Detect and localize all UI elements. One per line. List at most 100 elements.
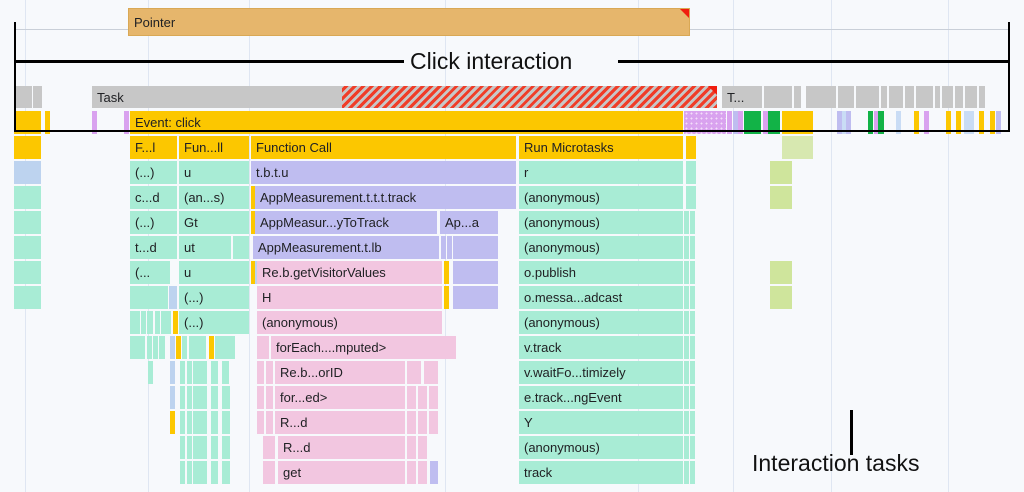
flame-entry-r0-4[interactable]: T...	[722, 86, 762, 108]
flame-entry-r1-25[interactable]	[969, 111, 974, 134]
flame-entry-r11-10[interactable]	[424, 361, 438, 384]
flame-entry-r8-10[interactable]: o.messa...adcast	[519, 286, 683, 309]
flame-entry-r13-13[interactable]: R...d	[275, 411, 405, 434]
flame-entry-r0-15[interactable]	[942, 86, 953, 108]
flame-entry-r13-6[interactable]	[257, 411, 264, 434]
flame-entry-r15-8[interactable]	[430, 461, 438, 484]
flame-entry-r1-6[interactable]	[727, 111, 732, 134]
flame-entry-r4-3[interactable]	[691, 186, 696, 209]
flame-entry-r10-14[interactable]	[690, 336, 695, 359]
flame-entry-r5-0[interactable]	[14, 211, 41, 234]
flame-entry-r7-11[interactable]: o.publish	[519, 261, 683, 284]
flame-entry-r13-14[interactable]: Y	[519, 411, 683, 434]
flame-entry-r12-7[interactable]	[266, 386, 273, 409]
flame-entry-r2-0[interactable]	[14, 136, 41, 159]
flame-entry-r15-5[interactable]	[263, 461, 275, 484]
flame-entry-r1-12[interactable]	[782, 111, 813, 134]
flame-entry-r4-5[interactable]: c...d	[130, 186, 177, 209]
flame-entry-r5-5[interactable]: Gt	[179, 211, 249, 234]
flame-entry-r0-13[interactable]	[916, 86, 933, 108]
flame-entry-r15-6[interactable]	[407, 461, 416, 484]
flame-entry-r8-4[interactable]	[770, 286, 792, 309]
flame-entry-r15-10[interactable]	[690, 461, 695, 484]
flame-entry-r7-3[interactable]	[444, 261, 449, 284]
flame-entry-r6-2[interactable]	[690, 236, 695, 259]
flame-entry-r1-14[interactable]	[842, 111, 847, 134]
flame-entry-r1-16[interactable]	[868, 111, 873, 134]
interaction-entry-pointer[interactable]: Pointer	[128, 8, 690, 36]
flame-entry-r4-4[interactable]	[770, 186, 792, 209]
flame-entry-r13-4[interactable]	[211, 411, 218, 434]
flame-entry-r10-3[interactable]	[147, 336, 152, 359]
flame-entry-r3-7[interactable]: r	[519, 161, 683, 184]
flame-entry-r11-13[interactable]: Re.b...orID	[275, 361, 405, 384]
flame-entry-r7-7[interactable]: (...	[130, 261, 170, 284]
flame-entry-r13-5[interactable]	[222, 411, 230, 434]
flame-entry-r1-3[interactable]	[124, 111, 129, 134]
flame-entry-r10-8[interactable]	[182, 336, 187, 359]
flame-entry-r15-2[interactable]	[193, 461, 207, 484]
flame-entry-r15-7[interactable]	[418, 461, 427, 484]
flame-entry-r2-7[interactable]	[782, 136, 813, 159]
flame-entry-r12-11[interactable]	[684, 386, 689, 409]
flame-entry-r1-9[interactable]	[744, 111, 761, 134]
flame-entry-r2-2[interactable]: Fun...ll	[179, 136, 249, 159]
flame-entry-r10-12[interactable]	[257, 336, 269, 359]
flame-entry-r1-22[interactable]	[946, 111, 951, 134]
flame-entry-r0-2[interactable]: Task	[92, 86, 342, 108]
flame-entry-r6-1[interactable]	[684, 236, 689, 259]
flame-entry-r8-8[interactable]: H	[257, 286, 442, 309]
flame-entry-r1-23[interactable]	[956, 111, 961, 134]
flame-entry-r8-1[interactable]	[444, 286, 449, 309]
flame-entry-r14-11[interactable]: (anonymous)	[519, 436, 683, 459]
flame-entry-r9-10[interactable]: (...)	[179, 311, 249, 334]
flame-entry-r11-6[interactable]	[222, 361, 229, 384]
flame-entry-r3-1[interactable]	[686, 161, 691, 184]
flame-entry-r11-4[interactable]	[193, 361, 207, 384]
flame-entry-r10-1[interactable]	[135, 336, 140, 359]
flame-entry-r11-2[interactable]	[180, 361, 185, 384]
flame-entry-r11-8[interactable]	[266, 361, 273, 384]
flame-entry-r11-3[interactable]	[187, 361, 192, 384]
flame-entry-r8-2[interactable]	[684, 286, 689, 309]
flame-entry-r14-4[interactable]	[222, 436, 230, 459]
flame-entry-r0-1[interactable]	[33, 86, 42, 108]
flame-entry-r12-10[interactable]	[429, 386, 438, 409]
flame-entry-r15-3[interactable]	[211, 461, 218, 484]
flame-entry-r11-11[interactable]	[684, 361, 689, 384]
flame-entry-r7-10[interactable]	[453, 261, 498, 284]
flame-entry-r13-9[interactable]	[418, 411, 427, 434]
flame-entry-r7-8[interactable]: u	[179, 261, 249, 284]
flame-entry-r4-8[interactable]: (anonymous)	[519, 186, 683, 209]
flame-entry-r4-6[interactable]: (an...s)	[179, 186, 249, 209]
flame-entry-r5-4[interactable]: (...)	[130, 211, 177, 234]
flame-entry-r12-12[interactable]	[690, 386, 695, 409]
flame-entry-r12-9[interactable]	[418, 386, 427, 409]
flame-entry-r15-4[interactable]	[222, 461, 230, 484]
flame-entry-r15-11[interactable]: get	[278, 461, 405, 484]
flame-entry-r10-10[interactable]	[209, 336, 214, 359]
flame-entry-r0-10[interactable]	[881, 86, 887, 108]
flame-entry-r11-14[interactable]: v.waitFo...timizely	[519, 361, 683, 384]
flame-entry-r13-2[interactable]	[187, 411, 192, 434]
flame-entry-r8-6[interactable]	[169, 286, 177, 309]
flame-entry-r13-12[interactable]	[690, 411, 695, 434]
flame-entry-r5-1[interactable]	[251, 211, 256, 234]
flame-entry-r14-0[interactable]	[180, 436, 185, 459]
flame-entry-r15-0[interactable]	[180, 461, 185, 484]
flame-entry-r5-7[interactable]: Ap...a	[440, 211, 498, 234]
flame-entry-r14-5[interactable]	[263, 436, 275, 459]
flame-entry-r6-6[interactable]: AppMeasurement.t.lb	[253, 236, 439, 259]
flame-entry-r12-6[interactable]	[257, 386, 264, 409]
flame-entry-r0-9[interactable]	[856, 86, 879, 108]
flame-entry-r6-8[interactable]	[447, 236, 452, 259]
flame-entry-r12-5[interactable]	[222, 386, 230, 409]
flame-entry-r5-6[interactable]: AppMeasur...yToTrack	[255, 211, 437, 234]
flame-entry-r1-8[interactable]	[738, 111, 743, 134]
flame-entry-r14-7[interactable]	[418, 436, 427, 459]
flame-entry-r0-7[interactable]	[806, 86, 836, 108]
flame-entry-r11-9[interactable]	[407, 361, 421, 384]
flame-entry-r3-2[interactable]	[691, 161, 696, 184]
flame-entry-r1-4[interactable]: Event: click	[130, 111, 683, 134]
flame-entry-r12-13[interactable]: for...ed>	[275, 386, 405, 409]
